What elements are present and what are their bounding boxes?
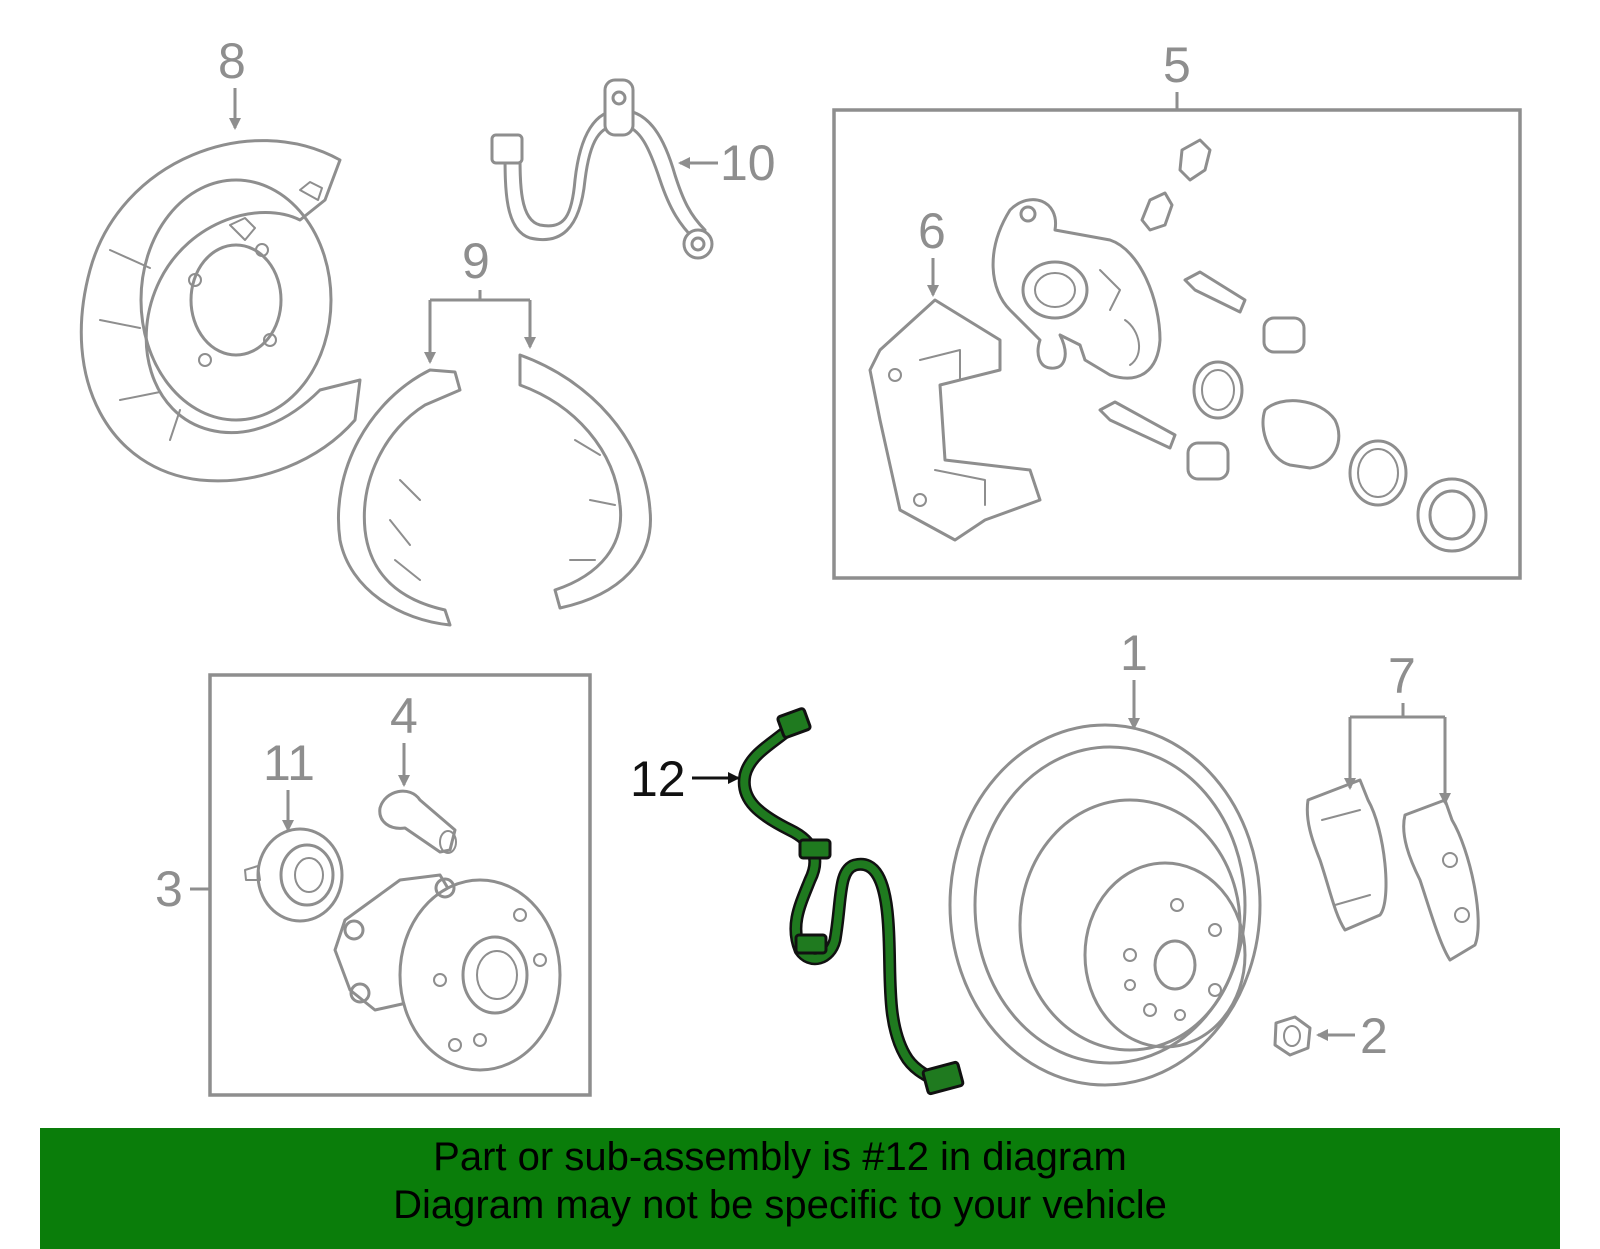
callout-2: 2 <box>1360 1008 1388 1064</box>
brake-hose-part-10 <box>490 78 714 260</box>
callout-10: 10 <box>720 135 776 191</box>
callout-9: 9 <box>462 233 490 289</box>
hub-assembly-box-3 <box>208 673 592 1097</box>
nut-part-2 <box>1273 1015 1312 1057</box>
callout-7: 7 <box>1388 648 1416 704</box>
callout-11: 11 <box>263 735 315 791</box>
footer-banner: Part or sub-assembly is #12 in diagram D… <box>40 1128 1560 1249</box>
callout-6: 6 <box>918 203 946 259</box>
callout-5: 5 <box>1163 37 1191 93</box>
caliper-hardware <box>1098 138 1488 553</box>
caliper-bracket-part-6 <box>868 298 1042 542</box>
footer-part-note: Part or sub-assembly is #12 in diagram <box>433 1135 1127 1179</box>
callout-4: 4 <box>390 688 418 744</box>
backing-plate-part-8 <box>79 139 362 483</box>
brake-rotor-part-1 <box>948 723 1262 1087</box>
footer-disclaimer: Diagram may not be specific to your vehi… <box>393 1183 1167 1227</box>
bearing-part-11 <box>244 827 344 923</box>
callout-3: 3 <box>155 861 183 917</box>
wheel-hub <box>333 873 562 1072</box>
caliper-body <box>991 198 1162 380</box>
callout-8: 8 <box>218 33 246 89</box>
parking-brake-shoes-part-9 <box>337 353 652 627</box>
leader-7 <box>1350 703 1445 719</box>
leader-9 <box>428 290 532 360</box>
speed-sensor-harness-part-12 <box>737 707 965 1096</box>
brake-pads-part-7 <box>1305 778 1480 962</box>
hub-bolt-part-4 <box>378 789 457 854</box>
callout-12: 12 <box>630 751 686 807</box>
callout-1: 1 <box>1120 625 1148 681</box>
